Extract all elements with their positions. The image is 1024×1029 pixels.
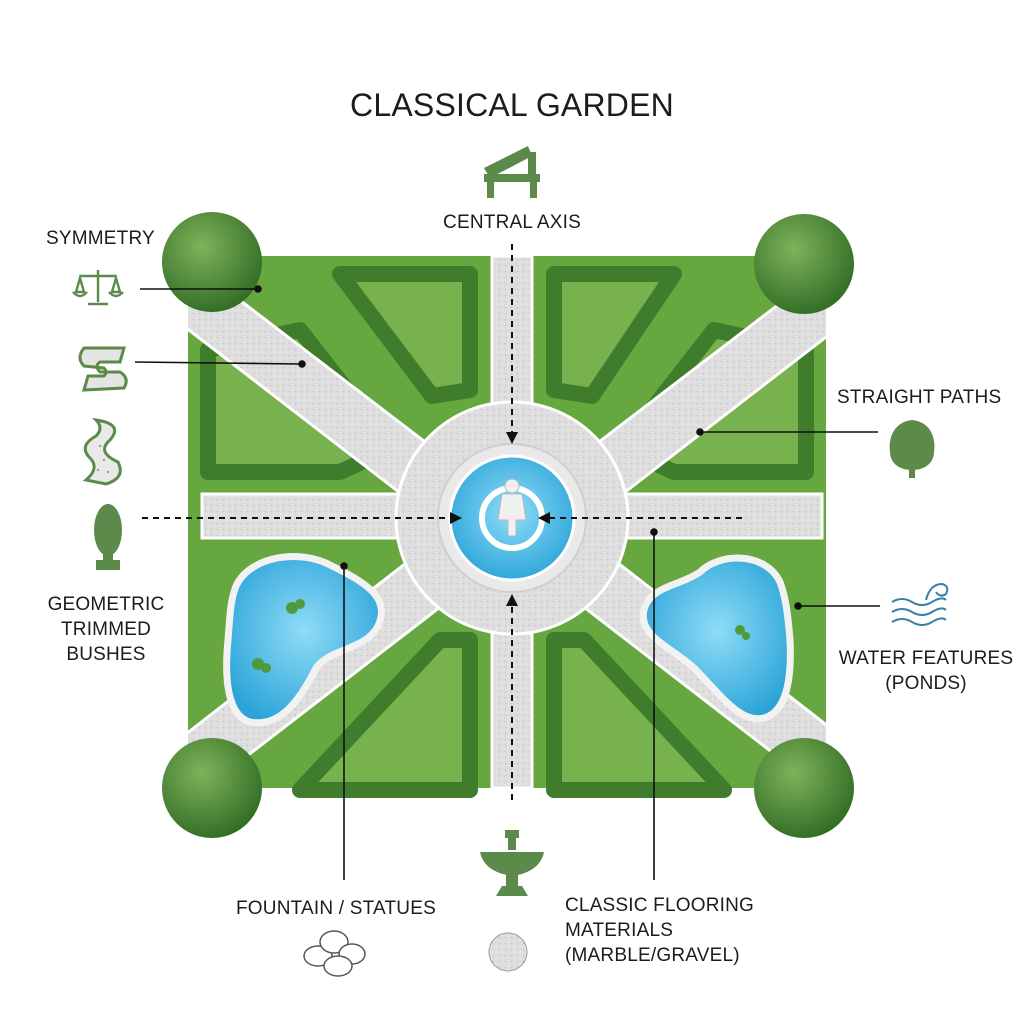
gravel-icon — [488, 932, 528, 972]
axis-arrows — [142, 244, 742, 800]
topiary-bush-icon — [94, 504, 122, 570]
parterre-bed — [546, 266, 682, 404]
label-line: GEOMETRIC — [47, 594, 165, 615]
label-central-axis: CENTRAL AXIS — [443, 212, 581, 233]
label-water-features: WATER FEATURES (PONDS) — [826, 646, 1024, 696]
label-line: CLASSIC FLOORING — [565, 895, 755, 916]
label-line: (MARBLE/GRAVEL) — [565, 945, 740, 966]
pond-right — [639, 554, 794, 723]
bench-icon — [484, 146, 540, 198]
pond-left — [223, 552, 385, 727]
parterre-bed — [292, 632, 478, 798]
tree-bottom-left — [162, 738, 262, 838]
parterre-bed — [332, 266, 478, 404]
label-geometric-trimmed-bushes: GEOMETRIC TRIMMED BUSHES — [36, 592, 176, 667]
tree-bottom-right — [754, 738, 854, 838]
label-symmetry: SYMMETRY — [46, 228, 155, 249]
s-curve-icon — [78, 346, 128, 392]
leader-lines — [134, 285, 880, 880]
central-fountain — [437, 443, 587, 593]
statue — [497, 478, 527, 537]
arrow-heads — [450, 432, 550, 606]
stones-icon — [303, 930, 366, 977]
label-classic-flooring: CLASSIC FLOORING MATERIALS (MARBLE/GRAVE… — [565, 893, 754, 968]
corner-trees — [162, 212, 854, 838]
diagram-title: CLASSICAL GARDEN — [350, 87, 674, 123]
label-fountain-statues: FOUNTAIN / STATUES — [236, 898, 436, 919]
wavy-path-icon — [82, 417, 122, 486]
label-straight-paths: STRAIGHT PATHS — [837, 387, 1002, 408]
tree-icon — [889, 420, 935, 478]
ponds — [223, 552, 794, 727]
birdbath-fountain-icon — [480, 830, 544, 896]
label-line: TRIMMED — [60, 619, 152, 640]
parterre-bed — [546, 632, 732, 798]
label-line: WATER FEATURES — [838, 648, 1014, 669]
lily-pads — [252, 599, 750, 673]
water-waves-icon — [891, 582, 949, 626]
label-line: BUSHES — [66, 644, 146, 665]
label-line: MATERIALS — [565, 920, 674, 941]
tree-top-left — [162, 212, 262, 312]
label-line: (PONDS) — [885, 673, 967, 694]
tree-top-right — [754, 214, 854, 314]
balance-scale-icon — [72, 270, 124, 306]
